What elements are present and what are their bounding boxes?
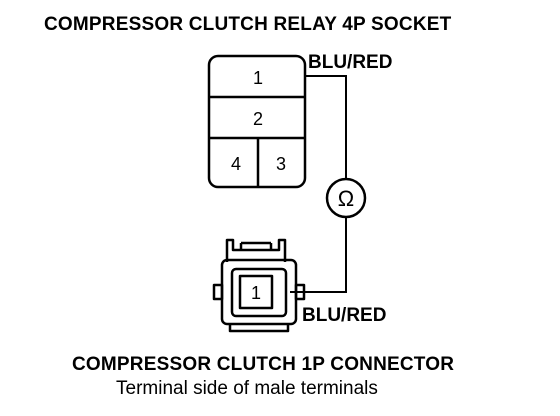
connector-side-lug bbox=[212, 283, 224, 301]
ohmmeter-icon bbox=[325, 177, 367, 219]
test-leads bbox=[290, 75, 347, 293]
connector-inner-shell bbox=[230, 267, 288, 318]
connector-side-lug bbox=[294, 283, 306, 301]
clutch-connector bbox=[212, 238, 306, 333]
test-lead-top bbox=[305, 75, 347, 178]
wire-color-label-bottom: BLU/RED bbox=[302, 305, 387, 326]
test-lead-bottom bbox=[290, 218, 347, 293]
ohm-symbol: Ω bbox=[338, 186, 354, 211]
relay-socket bbox=[207, 54, 307, 189]
clutch-terminal-1: 1 bbox=[251, 283, 261, 303]
relay-socket-title: COMPRESSOR CLUTCH RELAY 4P SOCKET bbox=[44, 14, 452, 35]
wire-color-label-top: BLU/RED bbox=[308, 52, 393, 73]
clutch-connector-title: COMPRESSOR CLUTCH 1P CONNECTOR bbox=[72, 354, 455, 375]
relay-terminal-1: 1 bbox=[253, 68, 263, 88]
relay-terminal-2: 2 bbox=[253, 109, 263, 129]
connector-terminal-cavity bbox=[238, 274, 274, 310]
relay-terminal-3: 3 bbox=[276, 154, 286, 174]
connector-base bbox=[228, 324, 290, 333]
relay-terminal-4: 4 bbox=[231, 154, 241, 174]
clutch-connector-subtitle: Terminal side of male terminals bbox=[116, 378, 378, 399]
connector-latch bbox=[225, 238, 287, 262]
